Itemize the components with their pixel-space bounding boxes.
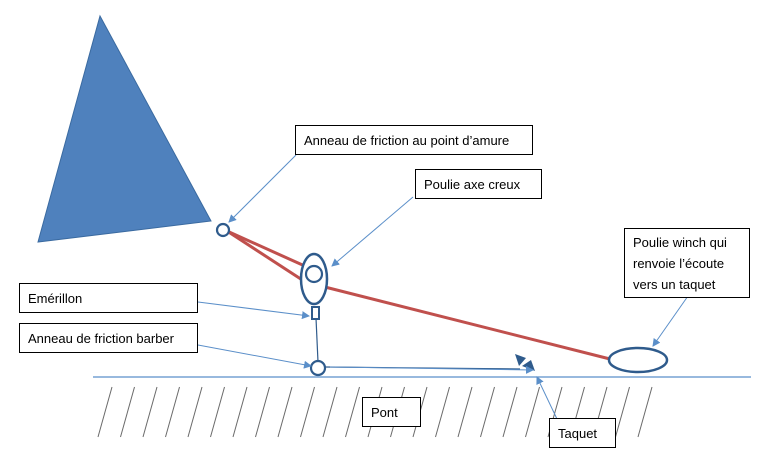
winch-pulley [607,346,669,374]
hatch-stroke [345,386,360,438]
leader-amure [228,154,297,223]
hatch-stroke [187,386,203,438]
label-deck: Pont [362,397,421,427]
label-swivel: Emérillon [19,283,198,313]
hatch-stroke [502,386,518,438]
leader-taquet [536,376,558,420]
label-tack-ring: Anneau de friction au point d’amure [295,125,533,155]
hatch-stroke [232,386,248,438]
hatch-stroke [615,386,630,438]
leader-winch [652,295,689,347]
hatch-stroke [525,386,540,438]
cleat-jaw-left [515,354,526,366]
hatch-stroke [120,386,135,438]
hatch-stroke [277,386,293,438]
swivel [311,306,320,320]
tack-friction-ring [215,222,231,238]
hatch-stroke [457,386,473,438]
leader-taquet-cleat [329,365,534,374]
cleat-jaw-right [522,360,535,371]
label-hollow-axle-pulley: Poulie axe creux [415,169,542,199]
label-barber-ring: Anneau de friction barber [19,323,198,353]
hatch-stroke [255,386,270,438]
hatch-stroke [165,386,180,438]
label-winch-pulley: Poulie winch qui renvoie l’écoute vers u… [624,228,750,298]
tack-line-lower [226,229,311,287]
hatch-stroke [480,386,495,438]
hatch-stroke [322,386,338,438]
leader-barber [197,344,312,369]
barber-friction-ring [309,359,327,377]
leader-poulie-axe [331,196,414,267]
tack-line-upper [226,229,308,269]
sail [37,14,212,243]
hatch-stroke [142,386,158,438]
hatch-stroke [97,386,113,438]
hollow-axle-pulley-sheave [304,264,324,284]
hatch-stroke [637,386,653,438]
label-cleat: Taquet [549,418,616,448]
sheet-line [312,282,611,361]
hatch-stroke [300,386,315,438]
leader-emerillon [197,301,310,320]
swivel-to-barber-line [315,317,319,363]
hatch-stroke [210,386,225,438]
hatch-stroke [435,386,450,438]
